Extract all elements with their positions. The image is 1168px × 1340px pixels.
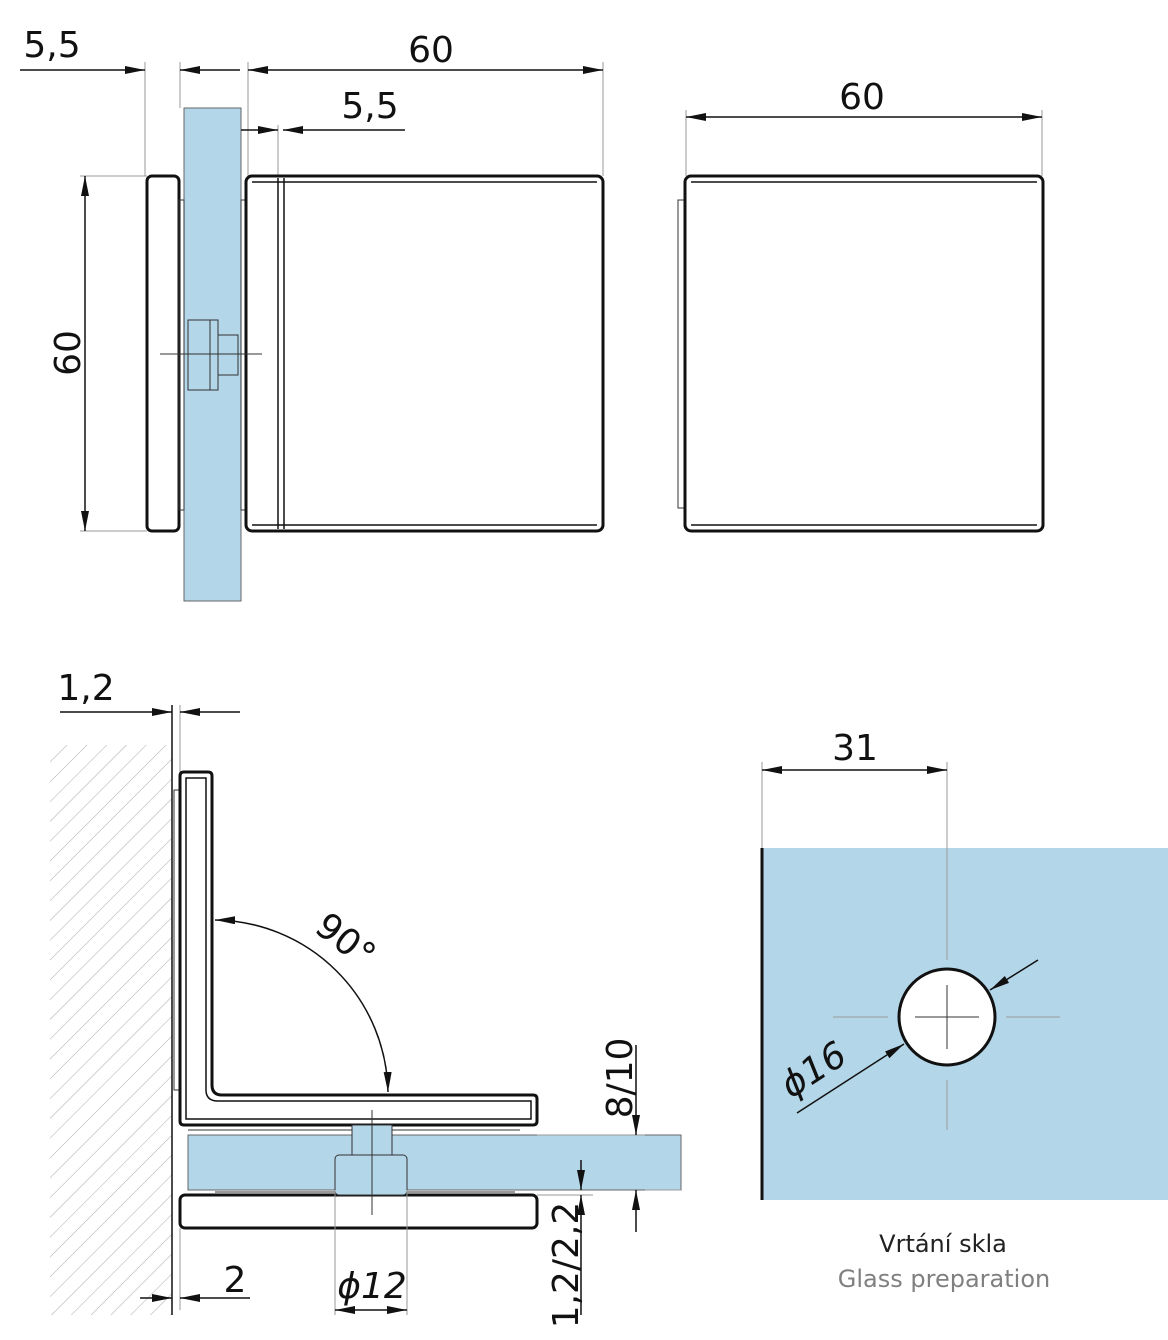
side-clamp-body xyxy=(683,174,1045,533)
side-view: 60 xyxy=(677,77,1045,533)
section-bolt xyxy=(334,1154,408,1196)
bolt xyxy=(187,319,219,391)
dim-gasket: 1,2/2,2 xyxy=(546,1202,587,1329)
bottom-plate xyxy=(178,1193,539,1230)
dim-side-width: 60 xyxy=(839,77,885,118)
dim-front-height: 60 xyxy=(48,330,89,376)
wall-hatch xyxy=(50,745,172,1315)
l-bracket xyxy=(178,770,539,1127)
dim-wall-gap: 1,2 xyxy=(57,668,114,709)
dim-bottom-gap: 2 xyxy=(224,1260,247,1301)
dim-front-width: 60 xyxy=(408,30,454,71)
angle-label: 90° xyxy=(307,905,383,977)
right-clamp-body xyxy=(244,174,605,533)
dim-glass-thickness: 8/10 xyxy=(600,1038,641,1119)
section-glass xyxy=(187,1134,682,1191)
caption-en: Glass preparation xyxy=(838,1265,1050,1293)
front-view: 5,5 60 5,5 60 xyxy=(20,25,605,602)
dim-bolt-diameter: ϕ12 xyxy=(337,1266,407,1307)
dim-hole-offset: 31 xyxy=(832,728,878,769)
section-view: 1,2 90° 8/10 1,2/2,2 2 ϕ12 xyxy=(50,668,682,1329)
caption-cz: Vrtání skla xyxy=(879,1230,1007,1258)
dim-left-plate: 5,5 xyxy=(23,25,80,66)
glass-preparation: 31 ϕ16 Vrtání skla Glass preparation xyxy=(760,728,1168,1293)
dim-gap: 5,5 xyxy=(341,86,398,127)
